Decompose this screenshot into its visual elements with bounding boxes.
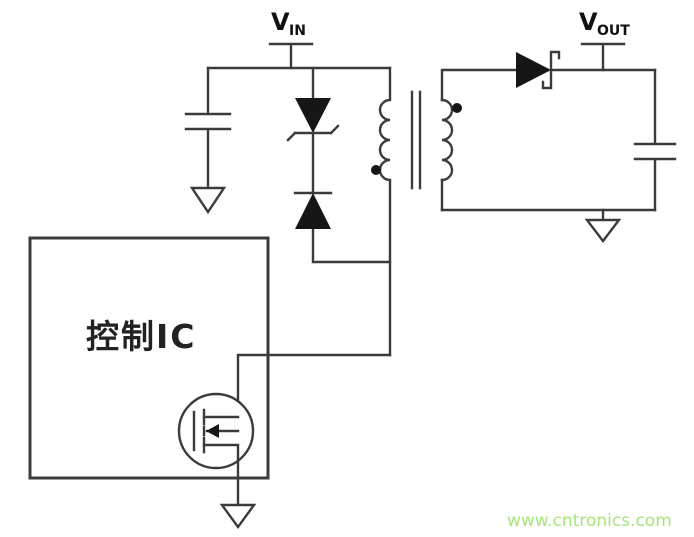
flyback-transformer <box>371 66 462 357</box>
blocking-diode-icon <box>295 193 331 229</box>
vin-terminal <box>268 42 314 70</box>
control-ic-label: 控制IC <box>86 317 197 356</box>
output-capacitor-wires <box>633 68 677 212</box>
input-capacitor-wires <box>184 66 232 190</box>
vin-label: V IN <box>271 8 306 39</box>
primary-polarity-dot <box>371 165 381 175</box>
secondary-winding <box>440 98 454 182</box>
primary-winding <box>378 66 392 357</box>
mosfet-body-arrow-icon <box>206 424 219 438</box>
vout-label: V OUT <box>579 8 630 39</box>
transformer-core <box>410 90 422 190</box>
vin-label-sub: IN <box>289 23 306 39</box>
vout-terminal <box>580 42 626 72</box>
secondary-ground-icon <box>584 218 622 243</box>
power-mosfet <box>177 392 255 507</box>
secondary-top-wire <box>440 68 518 212</box>
mosfet-ground-icon <box>219 503 257 530</box>
drain-route-wire <box>236 353 392 419</box>
vin-label-main: V <box>271 8 290 36</box>
output-diode-icon <box>516 52 551 88</box>
watermark-text: www.cntronics.com <box>507 511 672 531</box>
input-ground-icon <box>189 186 227 215</box>
tvs-clamp-diode-icon <box>295 98 331 133</box>
output-capacitor <box>633 68 677 212</box>
vout-label-sub: OUT <box>597 23 630 39</box>
tvs-clamp-diode-bar <box>286 124 340 142</box>
control-ic-box <box>28 236 270 480</box>
vout-label-main: V <box>579 8 598 36</box>
clamp-wires <box>311 66 392 264</box>
mosfet-leads <box>202 415 240 507</box>
secondary-polarity-dot <box>452 103 462 113</box>
primary-clamp-branch <box>286 66 392 264</box>
input-capacitor <box>184 66 232 190</box>
